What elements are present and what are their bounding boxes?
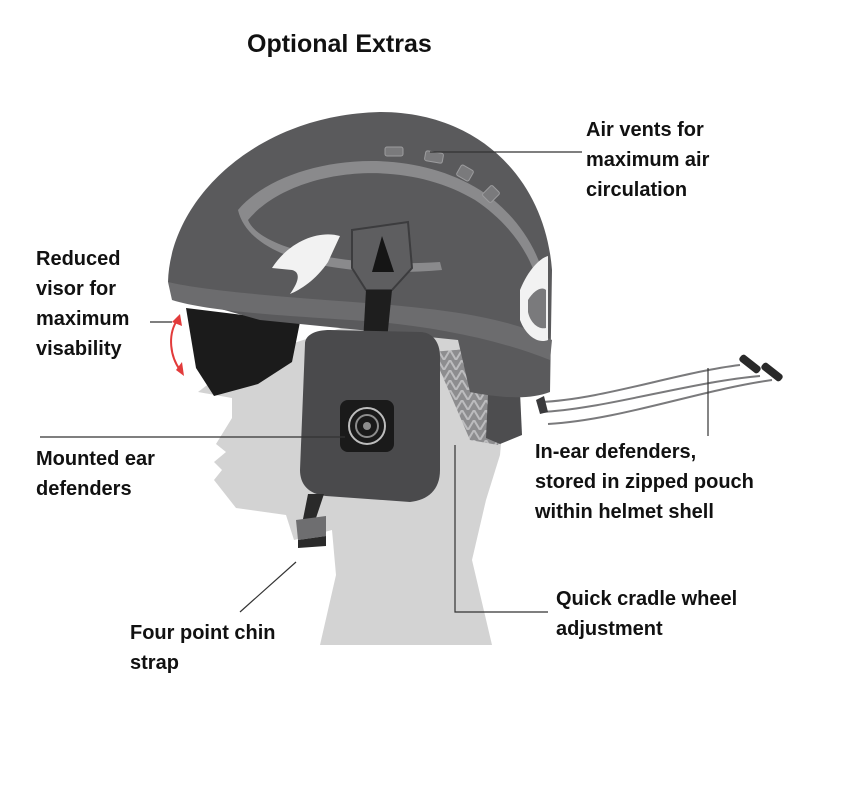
callout-line: adjustment [556, 618, 663, 640]
mounted-ear-defenders-callout: Mounted ear defenders [36, 444, 155, 504]
front-vent [272, 234, 340, 294]
reduced-visor-callout: Reduced visor for maximum visability [36, 244, 129, 364]
zip-pull [536, 396, 548, 414]
leader-lines [40, 151, 709, 613]
chin-buckle [296, 516, 326, 540]
callout-line: Mounted ear [36, 448, 155, 470]
leader-cradle [454, 445, 548, 613]
in-ear-defenders-callout: In-ear defenders, stored in zipped pouch… [535, 437, 754, 527]
callout-line: visability [36, 338, 122, 360]
rear-vent-core [528, 288, 546, 329]
visor [186, 308, 300, 396]
visor-arrow [170, 321, 181, 371]
callout-line: defenders [36, 478, 132, 500]
mount-arrow [372, 236, 394, 272]
chin-strap-callout: Four point chin strap [130, 618, 276, 678]
cradle-wheel [486, 392, 522, 444]
helmet-stripe [238, 161, 545, 283]
in-ear-plugs [739, 354, 783, 382]
callout-line: maximum air [586, 149, 710, 171]
strap-lower [302, 494, 324, 524]
air-vents-callout: Air vents for maximum air circulation [586, 115, 709, 205]
callout-line: Reduced [36, 248, 121, 270]
callout-line: Four point chin [130, 622, 276, 644]
leader-chin [239, 561, 297, 613]
callout-line: stored in zipped pouch [535, 471, 754, 493]
helmet-brim [168, 282, 552, 360]
callout-line: visor for [36, 278, 117, 300]
callout-line: In-ear defenders, [535, 441, 697, 463]
callout-line: Quick cradle wheel [556, 588, 738, 610]
callout-line: strap [130, 652, 179, 674]
callout-line: circulation [586, 179, 688, 201]
callout-line: within helmet shell [535, 501, 714, 523]
air-vents [384, 146, 500, 203]
callout-line: Air vents for [586, 119, 704, 141]
callout-line: maximum [36, 308, 130, 330]
in-ear-cords [539, 364, 773, 425]
quick-cradle-callout: Quick cradle wheel adjustment [556, 584, 737, 644]
page-title: Optional Extras [247, 30, 432, 58]
